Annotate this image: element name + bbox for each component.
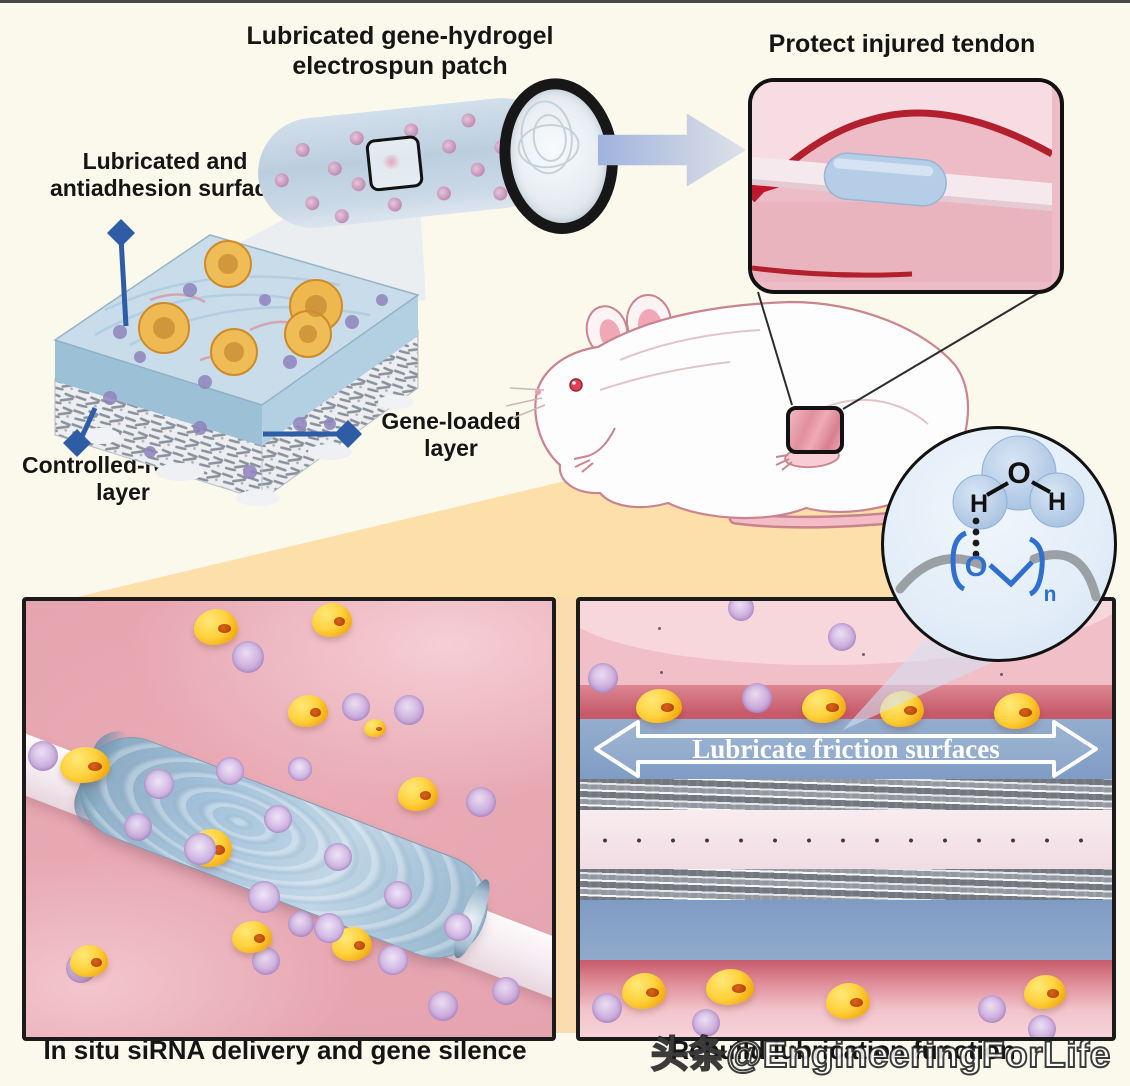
top-border-line [0, 0, 1130, 3]
o-atom-label: O [1007, 457, 1030, 490]
molecule-art: O H H O n [895, 435, 1101, 606]
magnifier-box [364, 134, 425, 193]
h-atom-left-label: H [970, 490, 988, 518]
protect-title: Protect injured tendon [768, 30, 1036, 58]
fiber-layer-top [580, 779, 1112, 812]
right-panel-lubrication: Lubricate friction surfaces [576, 597, 1116, 1041]
label-gene-loaded-layer: Gene-loaded layer [381, 408, 521, 462]
patch-yellow-cells [138, 240, 343, 376]
zoom-connector-lines [757, 291, 1041, 410]
label-lubricated-surface: Lubricated and antiadhesion surface [49, 148, 281, 202]
patch-title: Lubricated gene-hydrogel electrospun pat… [246, 22, 554, 80]
friction-arrow-label: Lubricate friction surfaces [692, 734, 999, 764]
peg-oxygen-label: O [965, 551, 988, 583]
lubrication-layer-bottom [580, 900, 1112, 962]
hip-highlight-box [786, 406, 844, 454]
peg-n-subscript: n [1044, 583, 1057, 606]
tendon-inset-panel [748, 78, 1064, 294]
layered-patch-illustration [53, 234, 420, 506]
friction-arrow: Lubricate friction surfaces [594, 720, 1098, 778]
hydrogen-bond-dots [972, 517, 980, 558]
fiber-layer-bottom [580, 869, 1112, 902]
peg-repeat-unit: O n [950, 530, 1057, 606]
watermark: 头条@EngineeringForLife [650, 1033, 1111, 1076]
water-molecule: O H H [952, 435, 1085, 530]
h-atom-right-label: H [1048, 488, 1066, 516]
water-molecule-inset: O H H O n [881, 426, 1117, 662]
polymer-chain [895, 550, 1101, 602]
left-panel-sirna-delivery [22, 597, 556, 1041]
label-pointers [63, 219, 362, 457]
tendon-core [580, 810, 1112, 871]
patch-sleeve [65, 722, 503, 973]
tendon-inset-art [752, 82, 1060, 282]
